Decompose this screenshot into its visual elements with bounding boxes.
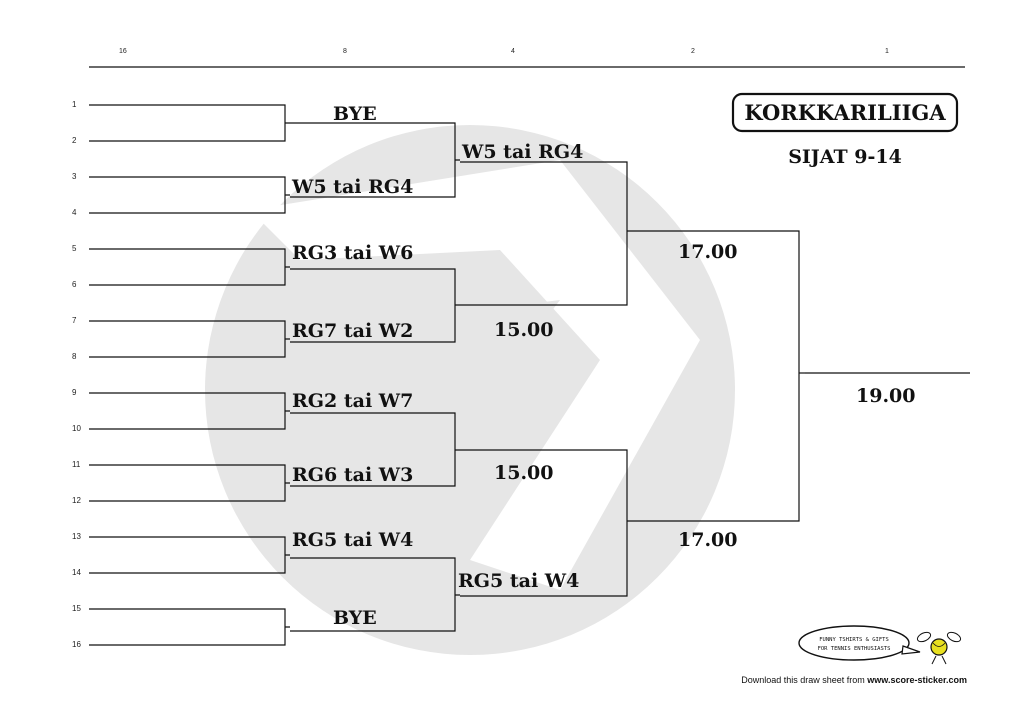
sheet-title: KORKKARILIIGA (744, 100, 946, 125)
title-box (731, 92, 959, 133)
final-time: 19.00 (856, 385, 916, 407)
round-label-8: 8 (343, 48, 347, 55)
match-entry: W5 tai RG4 (461, 141, 583, 163)
round-labels: 16 8 4 2 1 (119, 48, 889, 55)
footer-site-link: www.score-sticker.com (866, 675, 967, 685)
bracket-round-8 (290, 122, 460, 632)
ad-badge: FUNNY TSHIRTS & GIFTS FOR TENNIS ENTHUSI… (798, 625, 962, 665)
seed-number: 15 (72, 604, 81, 613)
round-4-entries: W5 tai RG4 15.00 15.00 RG5 tai W4 (458, 141, 583, 592)
speech-bubble (798, 625, 910, 661)
watermark-logo (205, 125, 735, 655)
match-time: 17.00 (678, 529, 738, 551)
seed-number: 13 (72, 532, 81, 541)
download-footer: Download this draw sheet from www.score-… (741, 675, 967, 685)
match-time: 15.00 (494, 319, 554, 341)
round-2-entries: 17.00 17.00 (678, 241, 738, 551)
seed-number: 9 (72, 388, 77, 397)
seed-number: 10 (72, 424, 81, 433)
match-time: 17.00 (678, 241, 738, 263)
match-entry: RG2 tai W7 (292, 390, 413, 412)
round-label-16: 16 (119, 48, 127, 55)
seed-numbers: 1 2 3 4 5 6 7 8 9 10 11 12 13 14 15 16 (72, 100, 81, 649)
bracket-round-2 (635, 230, 805, 522)
title-block: KORKKARILIIGA SIJAT 9-14 (731, 92, 959, 168)
round-label-1: 1 (885, 48, 889, 55)
round-label-2: 2 (691, 48, 695, 55)
seed-number: 12 (72, 496, 81, 505)
match-entry: RG6 tai W3 (292, 464, 413, 486)
seed-number: 1 (72, 100, 77, 109)
match-entry: BYE (333, 607, 377, 629)
seed-number: 11 (72, 460, 81, 469)
round-8-entries: BYE W5 tai RG4 RG3 tai W6 RG7 tai W2 RG2… (291, 103, 413, 629)
match-entry: RG3 tai W6 (292, 242, 413, 264)
ad-line-1: FUNNY TSHIRTS & GIFTS (819, 637, 889, 643)
match-entry: RG5 tai W4 (292, 529, 413, 551)
match-entry: RG5 tai W4 (458, 570, 579, 592)
match-entry: W5 tai RG4 (291, 176, 413, 198)
ad-line-2: FOR TENNIS ENTHUSIASTS (818, 646, 891, 652)
match-time: 15.00 (494, 462, 554, 484)
bracket-round-4 (460, 161, 635, 597)
match-entry: RG7 tai W2 (292, 320, 413, 342)
match-entry: BYE (333, 103, 377, 125)
seed-number: 4 (72, 208, 77, 217)
seed-number: 2 (72, 136, 77, 145)
seed-number: 5 (72, 244, 77, 253)
seed-number: 8 (72, 352, 77, 361)
seed-number: 3 (72, 172, 77, 181)
seed-number: 6 (72, 280, 77, 289)
footer-prefix: Download this draw sheet from (741, 675, 867, 685)
sheet-subtitle: SIJAT 9-14 (788, 146, 902, 168)
seed-number: 7 (72, 316, 77, 325)
bracket-round-16 (89, 104, 290, 646)
seed-number: 14 (72, 568, 81, 577)
tennis-ball-character-icon (916, 631, 962, 665)
round-label-4: 4 (511, 48, 515, 55)
seed-number: 16 (72, 640, 81, 649)
